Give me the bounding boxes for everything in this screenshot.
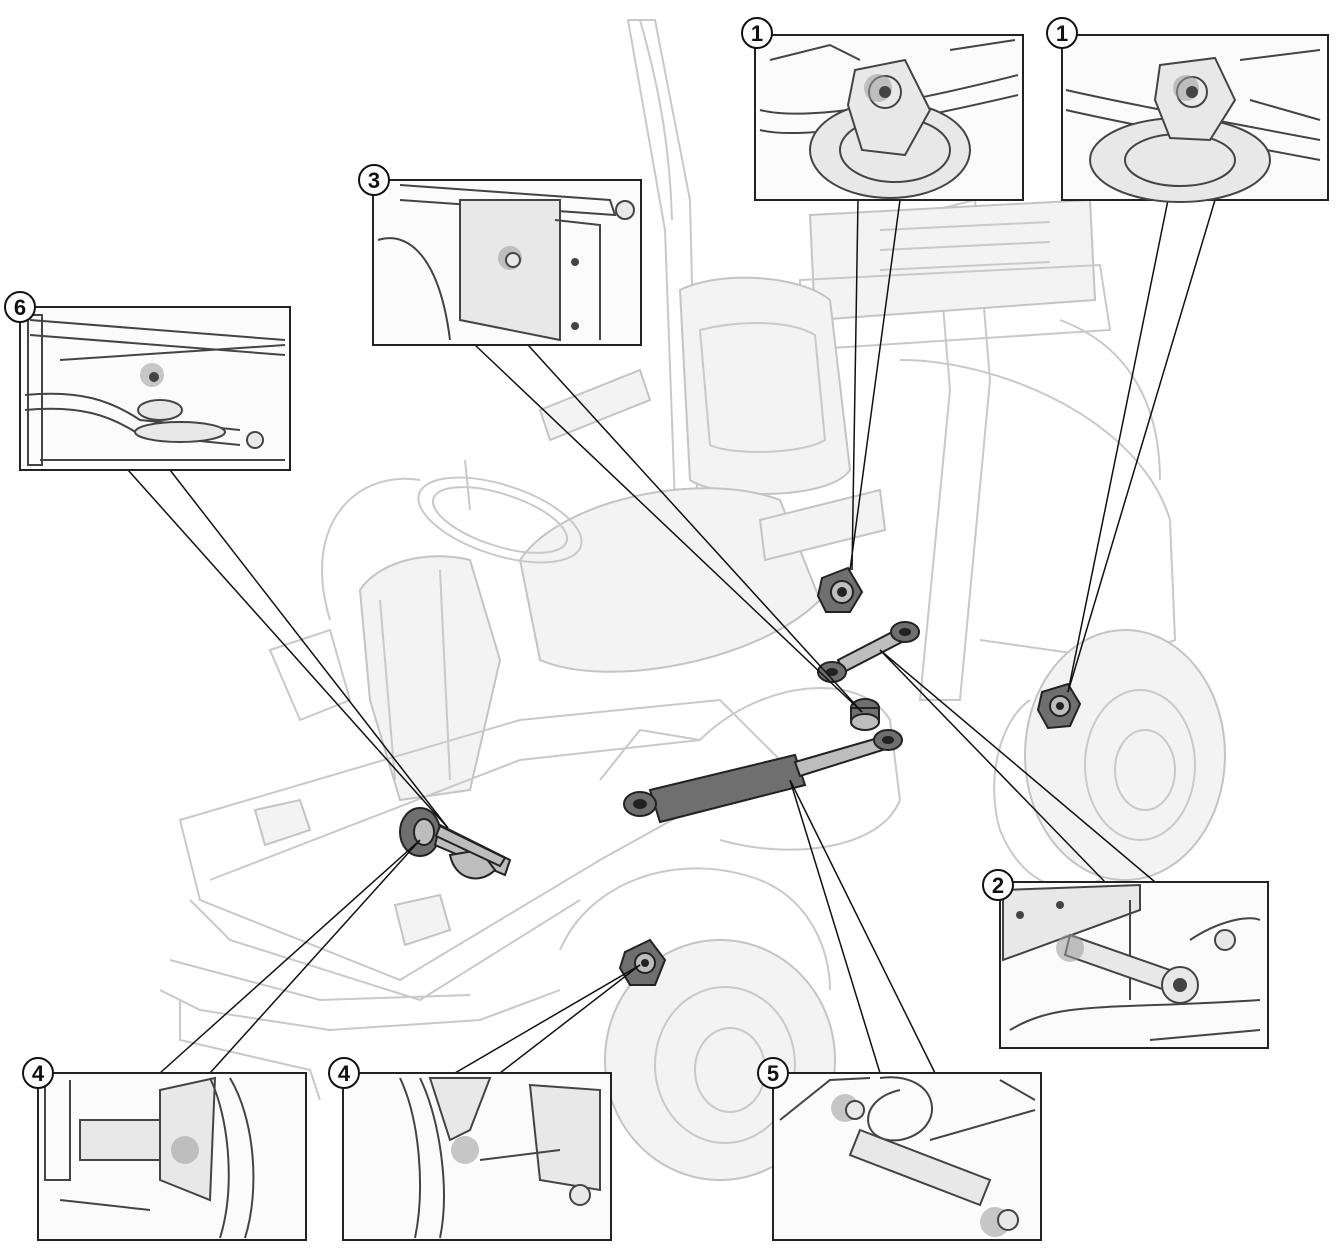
callout-label-1a: 1 [751, 21, 763, 46]
pivot-pin-3 [850, 698, 880, 731]
callout-label-5: 5 [767, 1061, 779, 1086]
inset-1a [754, 34, 1024, 201]
tie-rod-2 [817, 621, 920, 683]
callout-label-2: 2 [992, 873, 1004, 898]
inset-1b [1061, 34, 1329, 203]
callout-label-4b: 4 [338, 1061, 351, 1086]
callout-4a: 4 [22, 1057, 54, 1089]
callout-label-1b: 1 [1056, 21, 1068, 46]
callout-4b: 4 [328, 1057, 360, 1089]
inset-5 [772, 1072, 1042, 1241]
callout-1b: 1 [1046, 17, 1078, 49]
bearing-flange-1b [1036, 682, 1082, 730]
callout-1a: 1 [741, 17, 773, 49]
grease-points [399, 566, 1082, 986]
inset-3 [372, 179, 642, 346]
callout-2: 2 [982, 869, 1014, 901]
inset-4a [37, 1072, 307, 1241]
bearing-flange-1a [816, 566, 864, 613]
callout-label-6: 6 [14, 295, 26, 320]
inset-4b [342, 1072, 612, 1241]
callout-6: 6 [4, 291, 36, 323]
callout-5: 5 [757, 1057, 789, 1089]
leader-lines [127, 199, 1216, 1074]
tractor-outline [159, 19, 1226, 1181]
axle-bearing-4b [618, 938, 667, 986]
steering-shaft-6 [434, 824, 507, 868]
callout-label-3: 3 [368, 168, 380, 193]
inset-2 [999, 881, 1269, 1049]
inset-6 [19, 306, 291, 471]
steering-cylinder-5 [623, 729, 903, 824]
callout-label-4a: 4 [32, 1061, 45, 1086]
callout-3: 3 [358, 164, 390, 196]
